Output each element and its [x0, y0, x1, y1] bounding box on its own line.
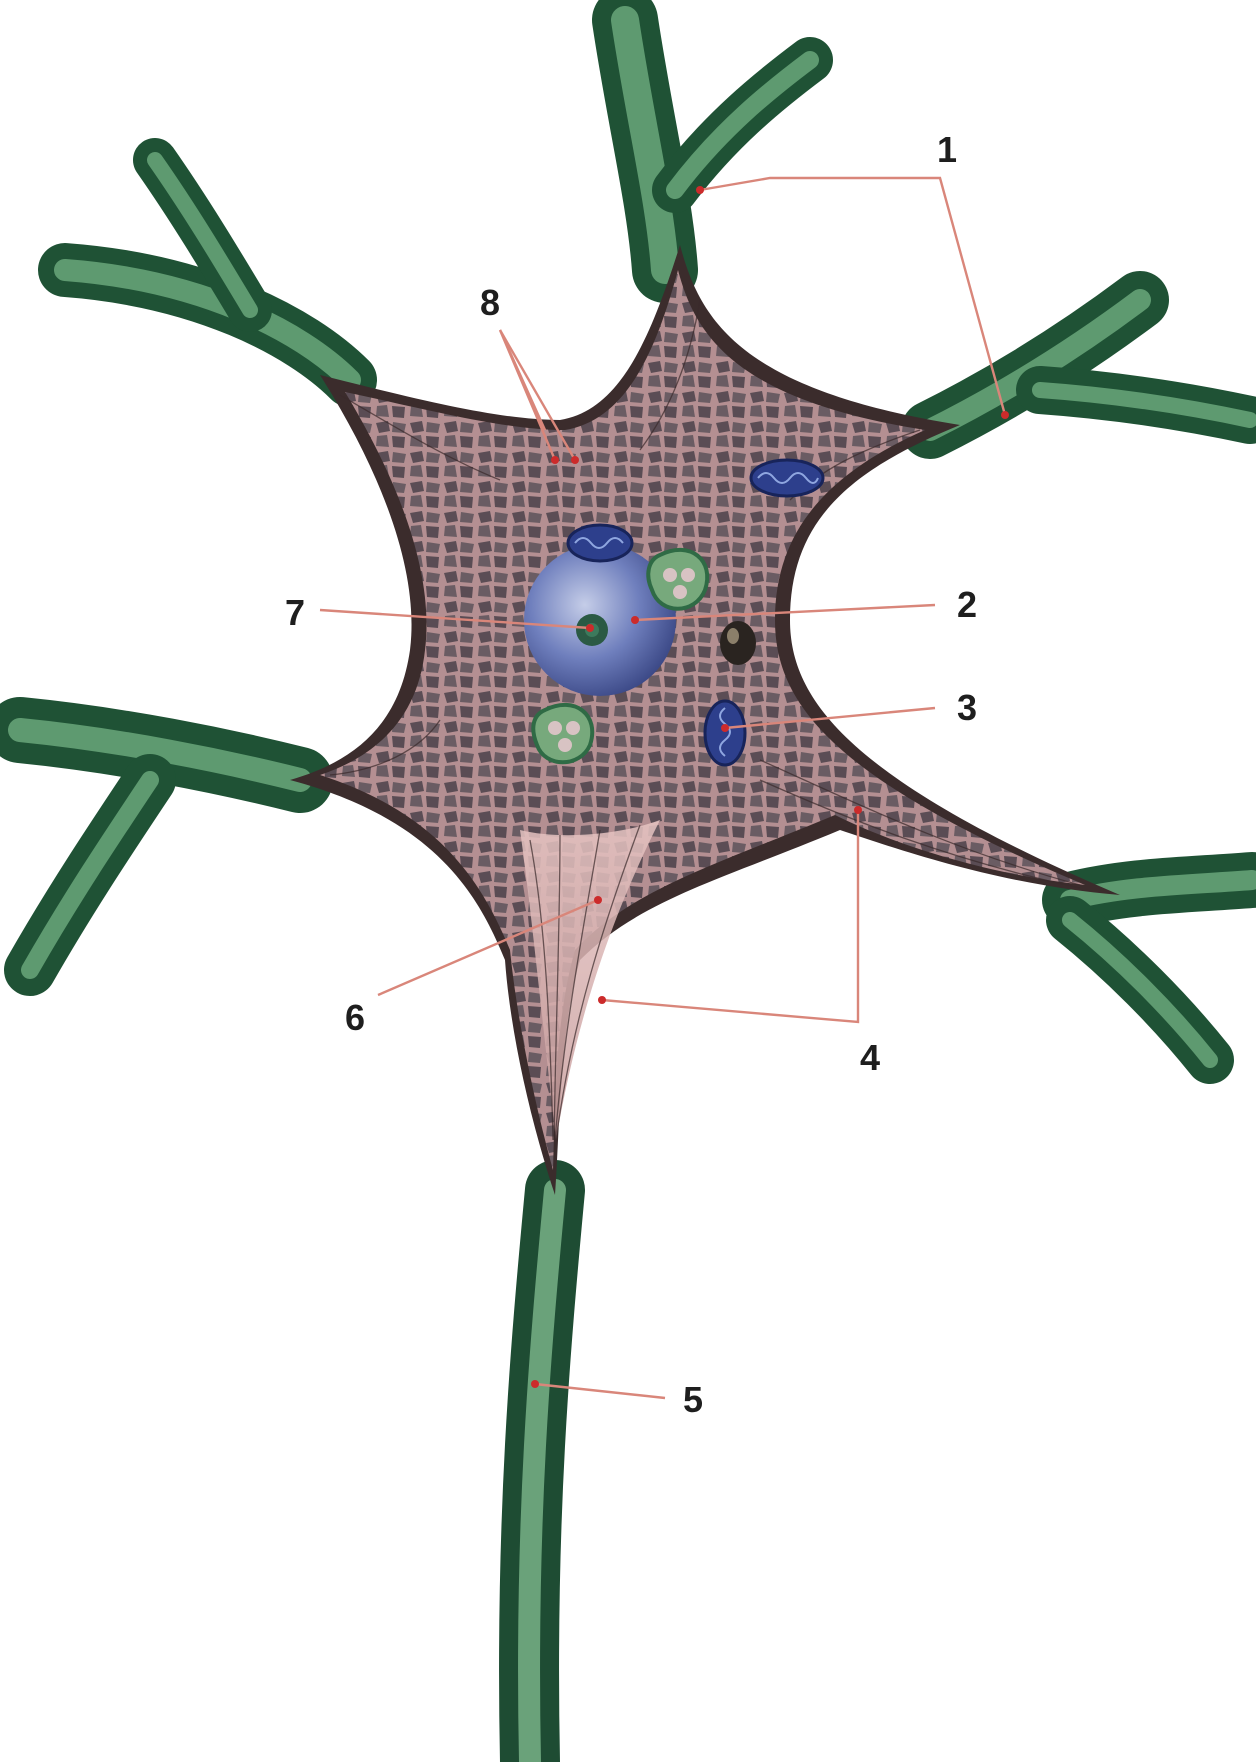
golgi-body-upper [648, 550, 707, 609]
axon [529, 1190, 555, 1762]
label-3: 3 [957, 687, 977, 728]
label-7: 7 [285, 592, 305, 633]
label-4: 4 [860, 1037, 880, 1078]
mitochondrion-3 [705, 701, 745, 765]
golgi-body-lower [533, 705, 592, 762]
label-1: 1 [937, 129, 957, 170]
pigment-granule [720, 621, 756, 665]
mitochondrion-1 [568, 525, 632, 561]
label-6: 6 [345, 997, 365, 1038]
label-8: 8 [480, 282, 500, 323]
mitochondrion-2 [751, 460, 823, 496]
label-2: 2 [957, 584, 977, 625]
label-5: 5 [683, 1379, 703, 1420]
